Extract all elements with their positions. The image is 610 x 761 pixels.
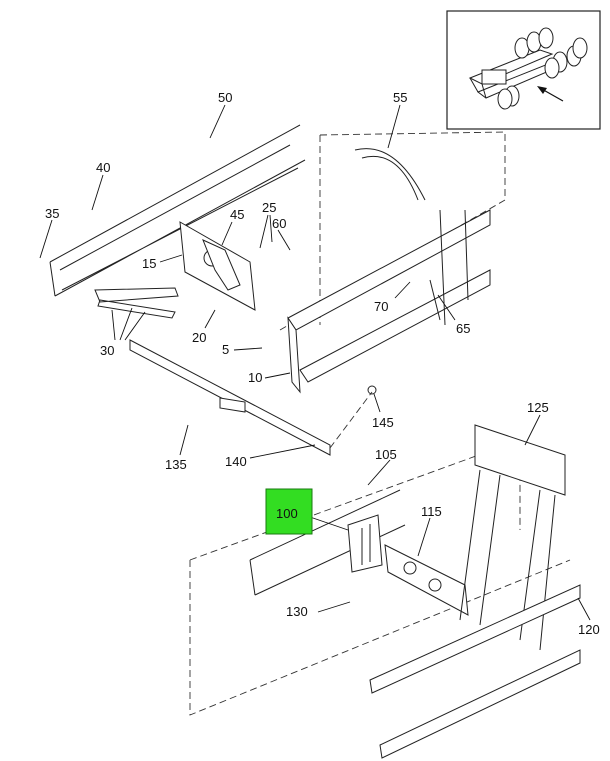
location-arrow-icon bbox=[537, 86, 564, 102]
callout-120[interactable]: 120 bbox=[578, 622, 600, 637]
callout-30[interactable]: 30 bbox=[100, 343, 114, 358]
bracket-115 bbox=[384, 544, 469, 616]
truck-chassis-thumbnail bbox=[468, 27, 588, 110]
callout-55[interactable]: 55 bbox=[393, 90, 407, 105]
lower-assembly bbox=[189, 424, 581, 759]
callout-105[interactable]: 105 bbox=[375, 447, 397, 462]
callout-125[interactable]: 125 bbox=[527, 400, 549, 415]
callout-10[interactable]: 10 bbox=[248, 370, 262, 385]
callout-60[interactable]: 60 bbox=[272, 216, 286, 231]
callout-135[interactable]: 135 bbox=[165, 457, 187, 472]
callout-15[interactable]: 15 bbox=[142, 256, 156, 271]
callout-25[interactable]: 25 bbox=[262, 200, 276, 215]
callout-145[interactable]: 145 bbox=[372, 415, 394, 430]
callout-65[interactable]: 65 bbox=[456, 321, 470, 336]
callout-100-highlight[interactable] bbox=[265, 488, 313, 535]
callout-20[interactable]: 20 bbox=[192, 330, 206, 345]
callout-40[interactable]: 40 bbox=[96, 160, 110, 175]
hanger-55 bbox=[354, 148, 426, 201]
frame-rail bbox=[49, 124, 306, 297]
crossmember-10 bbox=[287, 209, 491, 331]
callout-70[interactable]: 70 bbox=[374, 299, 388, 314]
crossmember-lower bbox=[369, 584, 581, 694]
callout-100[interactable]: 100 bbox=[276, 506, 298, 521]
plate-100 bbox=[347, 514, 383, 573]
locator-inset bbox=[446, 10, 601, 130]
strut-30 bbox=[94, 287, 179, 319]
callout-35[interactable]: 35 bbox=[45, 206, 59, 221]
rail-140 bbox=[129, 339, 331, 456]
upper-assembly bbox=[49, 124, 506, 456]
leader-lines bbox=[39, 104, 591, 621]
callout-140[interactable]: 140 bbox=[225, 454, 247, 469]
callout-50[interactable]: 50 bbox=[218, 90, 232, 105]
callout-115[interactable]: 115 bbox=[421, 504, 442, 519]
callout-5[interactable]: 5 bbox=[222, 342, 229, 357]
callout-45[interactable]: 45 bbox=[230, 207, 244, 222]
panel-125 bbox=[474, 424, 566, 496]
callout-labels: 50 55 40 35 45 25 60 15 70 65 30 20 5 10… bbox=[45, 90, 600, 637]
callout-130[interactable]: 130 bbox=[286, 604, 308, 619]
